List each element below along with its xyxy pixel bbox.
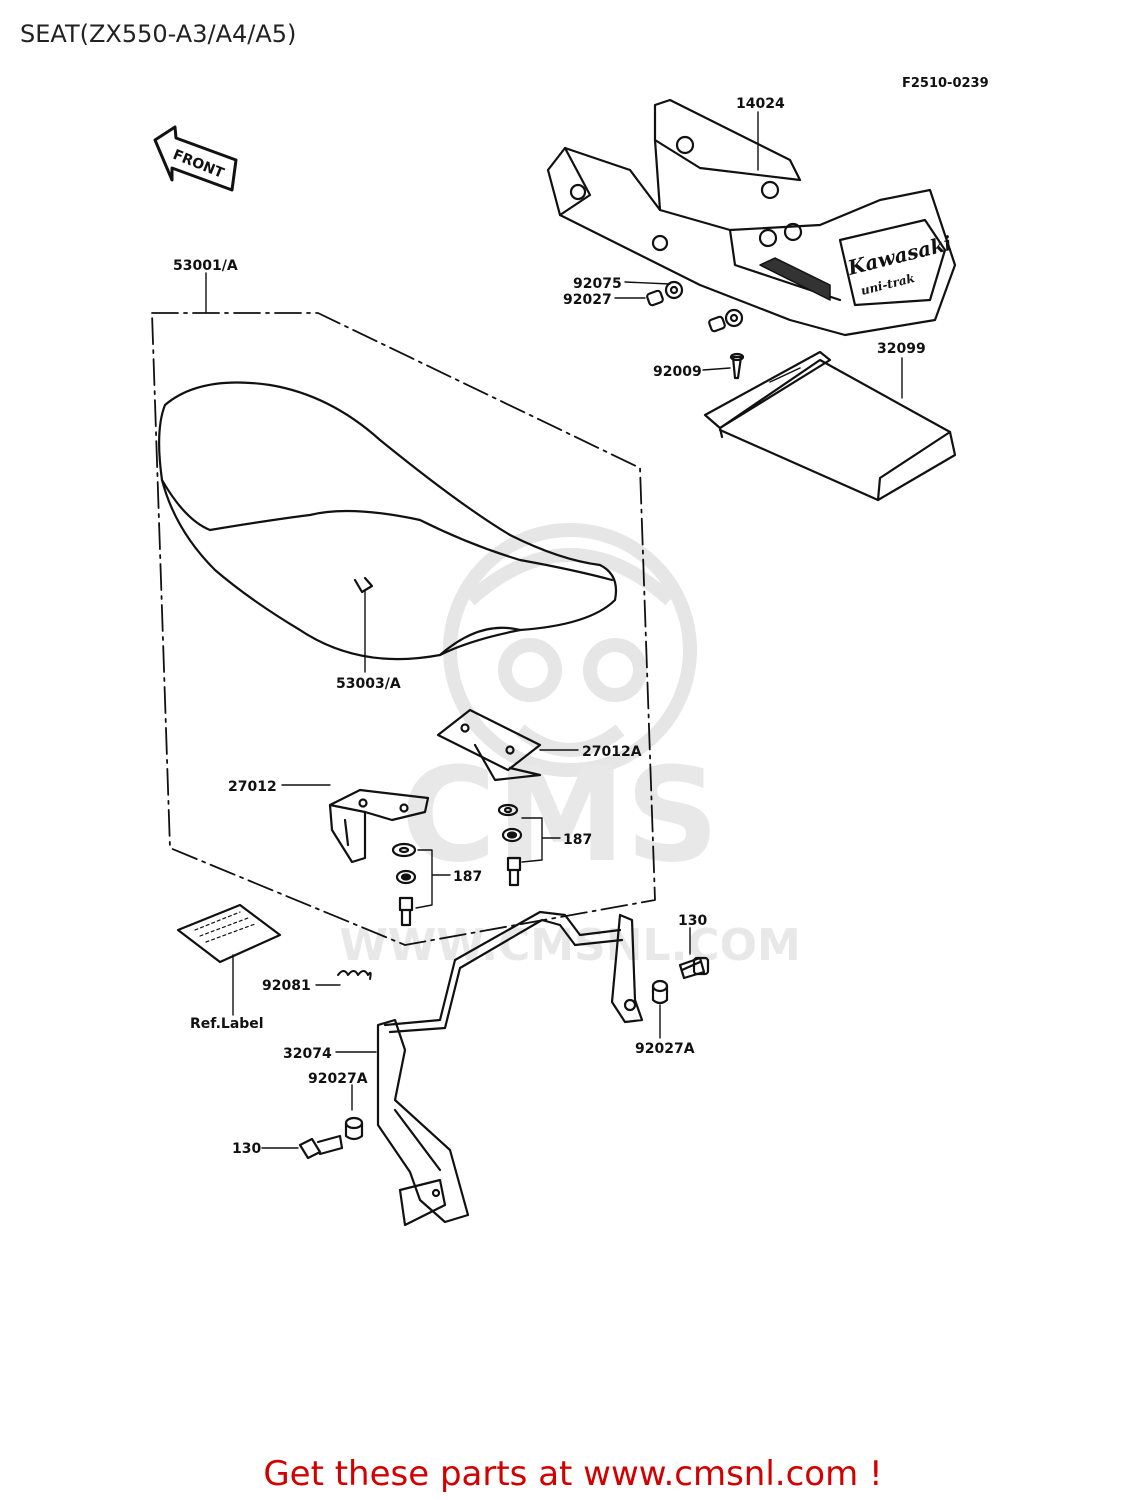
bracket-27012a [436, 708, 542, 782]
bolt-collar-left [298, 1116, 364, 1160]
watermark-logo: CMS WWW.CMSNL.COM [339, 523, 801, 971]
part-label-187-left: 187 [453, 869, 482, 885]
part-label-92027: 92027 [563, 292, 612, 308]
part-label-32074: 32074 [283, 1046, 332, 1062]
bracket-27012 [328, 788, 430, 864]
page-title: SEAT(ZX550-A3/A4/A5) [20, 20, 297, 48]
part-label-53001a: 53001/A [173, 258, 238, 274]
part-label-27012: 27012 [228, 779, 277, 795]
watermark-brand: CMS [401, 739, 719, 891]
part-label-53003a: 53003/A [336, 676, 401, 692]
part-label-92009: 92009 [653, 364, 702, 380]
footer-link[interactable]: Get these parts at www.cmsnl.com ! [263, 1454, 883, 1494]
washer-bolt-set-left [391, 842, 417, 927]
seat-lock-lever [376, 910, 644, 1227]
part-label-32099: 32099 [877, 341, 926, 357]
part-label-27012a: 27012A [582, 744, 642, 760]
assembly-box [151, 312, 656, 946]
part-label-92081: 92081 [262, 978, 311, 994]
diagram-code: F2510-0239 [902, 76, 989, 91]
part-labels: 14024 92075 92027 32099 92009 53001/A 53… [173, 96, 926, 1157]
seat-tray [703, 350, 957, 502]
part-label-92075: 92075 [573, 276, 622, 292]
bolt-collar-right [651, 956, 710, 1005]
part-label-92027a-right: 92027A [635, 1041, 695, 1057]
washer-bolt-set-right [497, 803, 523, 887]
part-label-187-right: 187 [563, 832, 592, 848]
part-label-130-left: 130 [232, 1141, 261, 1157]
part-label-92027a-left: 92027A [308, 1071, 368, 1087]
part-label-ref-label: Ref.Label [190, 1016, 264, 1032]
spring [337, 970, 372, 980]
ref-label-sheet [176, 903, 282, 964]
leader-lines [205, 111, 903, 1149]
watermark-url: WWW.CMSNL.COM [339, 920, 801, 971]
cowl-fasteners [646, 280, 745, 380]
part-label-14024: 14024 [736, 96, 785, 112]
front-arrow: FRONT [153, 125, 238, 192]
seat [158, 381, 618, 661]
part-label-130-right: 130 [678, 913, 707, 929]
